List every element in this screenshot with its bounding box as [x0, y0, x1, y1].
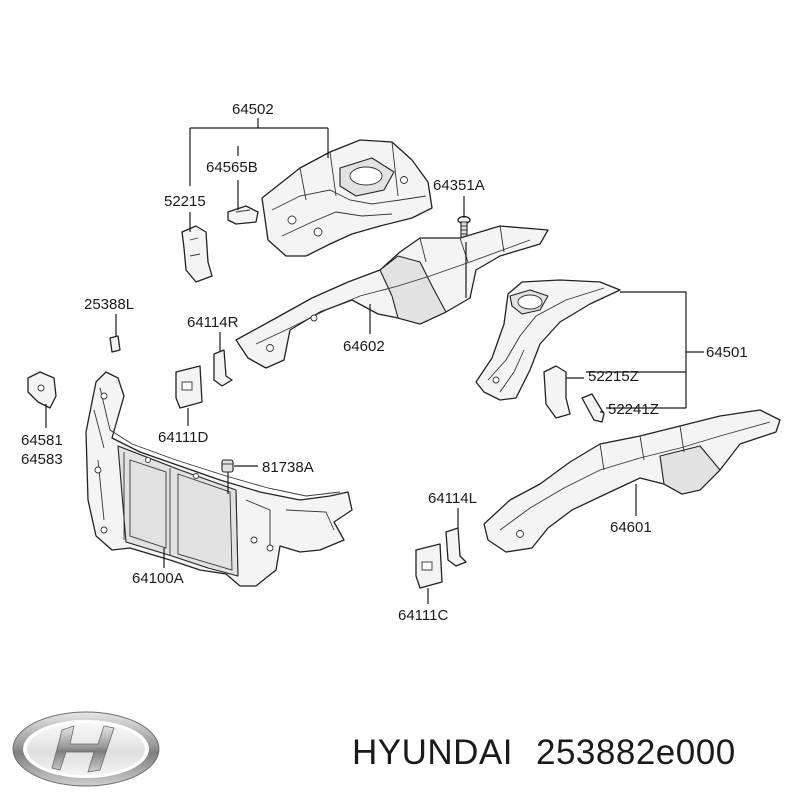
callout-52215Z: 52215Z [588, 368, 639, 385]
part-64114L-bracket [445, 527, 467, 567]
callout-64114R: 64114R [187, 314, 239, 331]
part-64565B-bracket [227, 205, 259, 225]
callout-52241Z: 52241Z [608, 401, 659, 418]
callout-64502: 64502 [232, 101, 274, 118]
part-25388L-bracket [109, 335, 121, 353]
part-number: 253882e000 [536, 733, 736, 772]
callout-64351A: 64351A [433, 177, 485, 194]
callout-64501: 64501 [706, 344, 748, 361]
callout-64111C: 64111C [398, 607, 448, 624]
callout-81738A: 81738A [262, 459, 314, 476]
callout-64565B: 64565B [206, 159, 258, 176]
part-81738A-clip [221, 459, 234, 473]
callout-64581: 64581 [21, 432, 63, 449]
leader-lines [45, 118, 704, 604]
callout-64111D: 64111D [158, 429, 208, 446]
part-52241Z-bracket [581, 393, 605, 423]
part-64114R-bracket [213, 349, 233, 387]
callout-25388L: 25388L [84, 296, 134, 313]
callout-labels: 64502 64565B 52215 64351A 25388L 64114R … [21, 101, 748, 624]
hyundai-logo-icon [12, 711, 160, 787]
part-64100A-front-carrier [85, 371, 353, 587]
callout-64583: 64583 [21, 451, 63, 468]
part-64602-side-member-rh [235, 225, 549, 369]
part-64111D-plate [175, 365, 203, 409]
part-52215-reinforcement [181, 225, 213, 283]
part-64111C-plate [415, 543, 443, 589]
brand-name: HYUNDAI [352, 733, 513, 772]
callout-64114L: 64114L [428, 490, 477, 507]
callout-64100A: 64100A [132, 570, 184, 587]
part-64581-side-bracket [27, 371, 57, 409]
part-52215Z-reinforcement [543, 365, 571, 419]
part-64502-fender-apron [261, 139, 433, 257]
part-64501-fender-apron [475, 279, 621, 401]
callout-64602: 64602 [343, 338, 385, 355]
part-64601-side-member-lh [483, 409, 781, 553]
callout-52215: 52215 [164, 193, 206, 210]
callout-64601: 64601 [610, 519, 652, 536]
